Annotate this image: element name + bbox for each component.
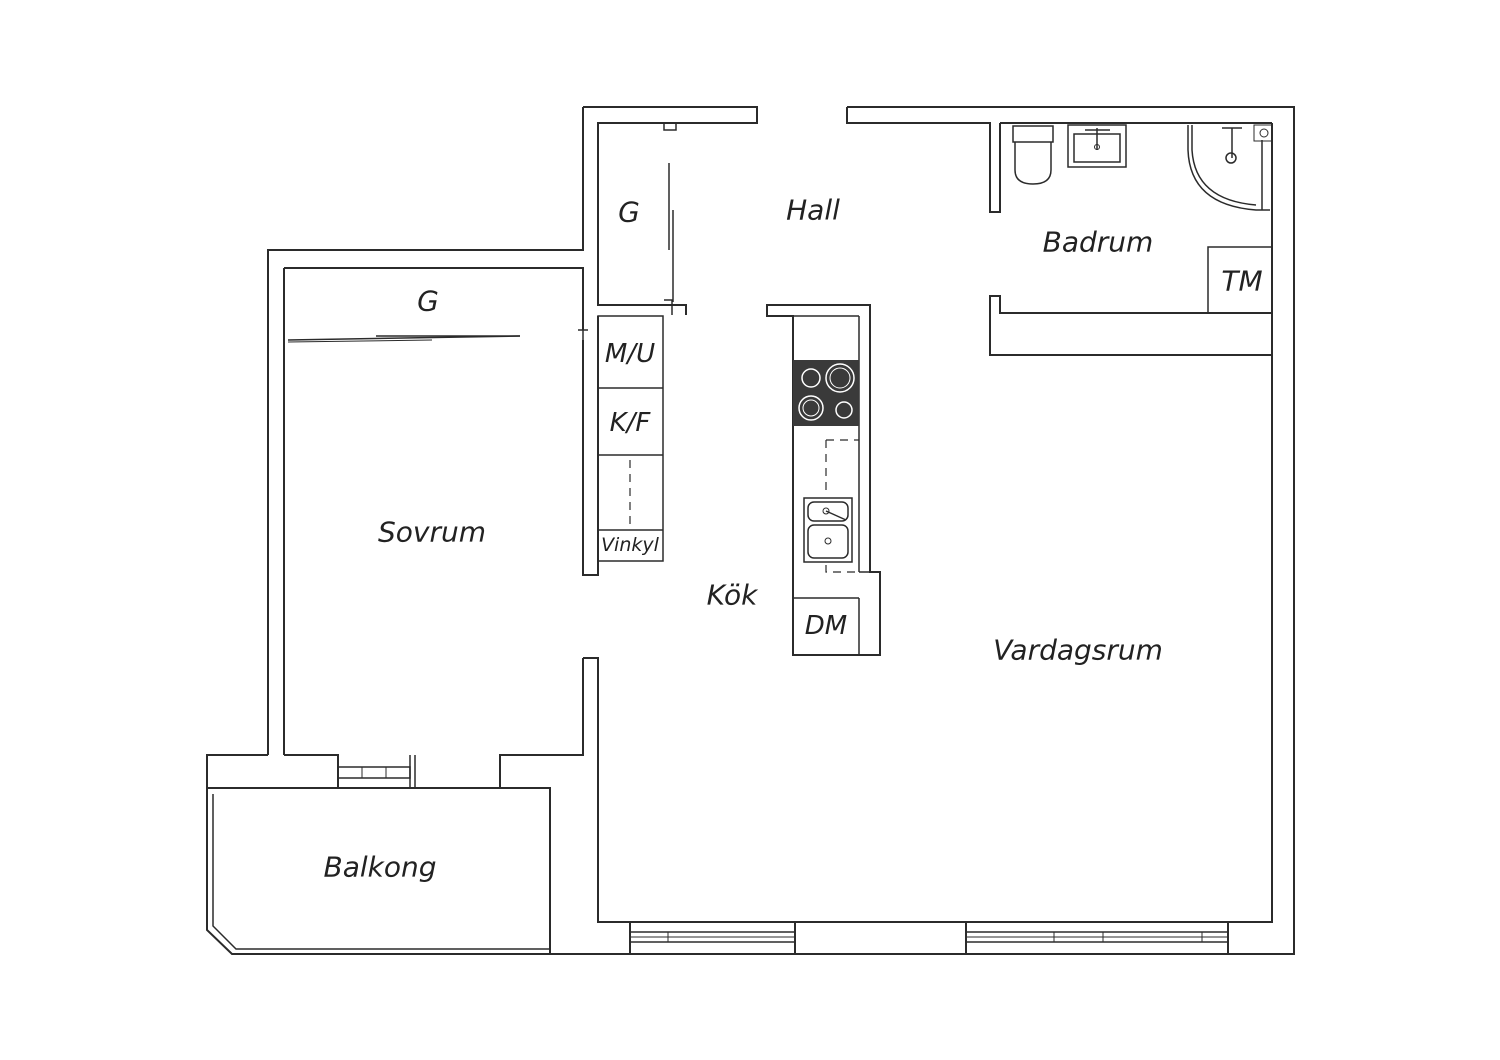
sink-icon: [803, 497, 853, 563]
label-hall: Hall: [786, 194, 840, 227]
stove: [793, 360, 859, 426]
balcony-door: [337, 766, 411, 779]
outer-walls: [267, 106, 1295, 955]
stove-burner-icon: [801, 368, 821, 388]
label-kf: K/F: [610, 408, 652, 438]
interior-walls: [206, 355, 1273, 923]
stove-burner-icon: [798, 395, 824, 421]
label-bedroom-wardrobe: G: [417, 285, 439, 318]
bathroom: [989, 122, 1273, 356]
label-balkong: Balkong: [323, 851, 436, 884]
hall-wardrobe: [597, 123, 687, 315]
stove-burner-icon: [825, 363, 855, 393]
label-mu: M/U: [605, 339, 655, 369]
washbasin-icon: [1067, 124, 1127, 168]
label-vinkyl: Vinkyl: [601, 534, 660, 556]
label-hall-wardrobe: G: [618, 196, 640, 229]
shower-icon: [1187, 124, 1273, 211]
stove-burner-icon: [835, 401, 853, 419]
balcony: [206, 787, 551, 955]
label-vardagsrum: Vardagsrum: [993, 634, 1163, 667]
washing-machine: [1207, 246, 1273, 314]
label-badrum: Badrum: [1043, 226, 1154, 259]
label-sovrum: Sovrum: [378, 516, 486, 549]
kitchen-island: [766, 304, 881, 656]
label-kok: Kök: [707, 579, 759, 612]
windows: [629, 922, 1229, 954]
kitchen-wall-units: [582, 315, 664, 576]
label-tm: TM: [1221, 265, 1262, 298]
toilet-icon: [1012, 125, 1054, 185]
label-dm: DM: [805, 611, 847, 641]
bedroom-wardrobe: [283, 329, 588, 343]
